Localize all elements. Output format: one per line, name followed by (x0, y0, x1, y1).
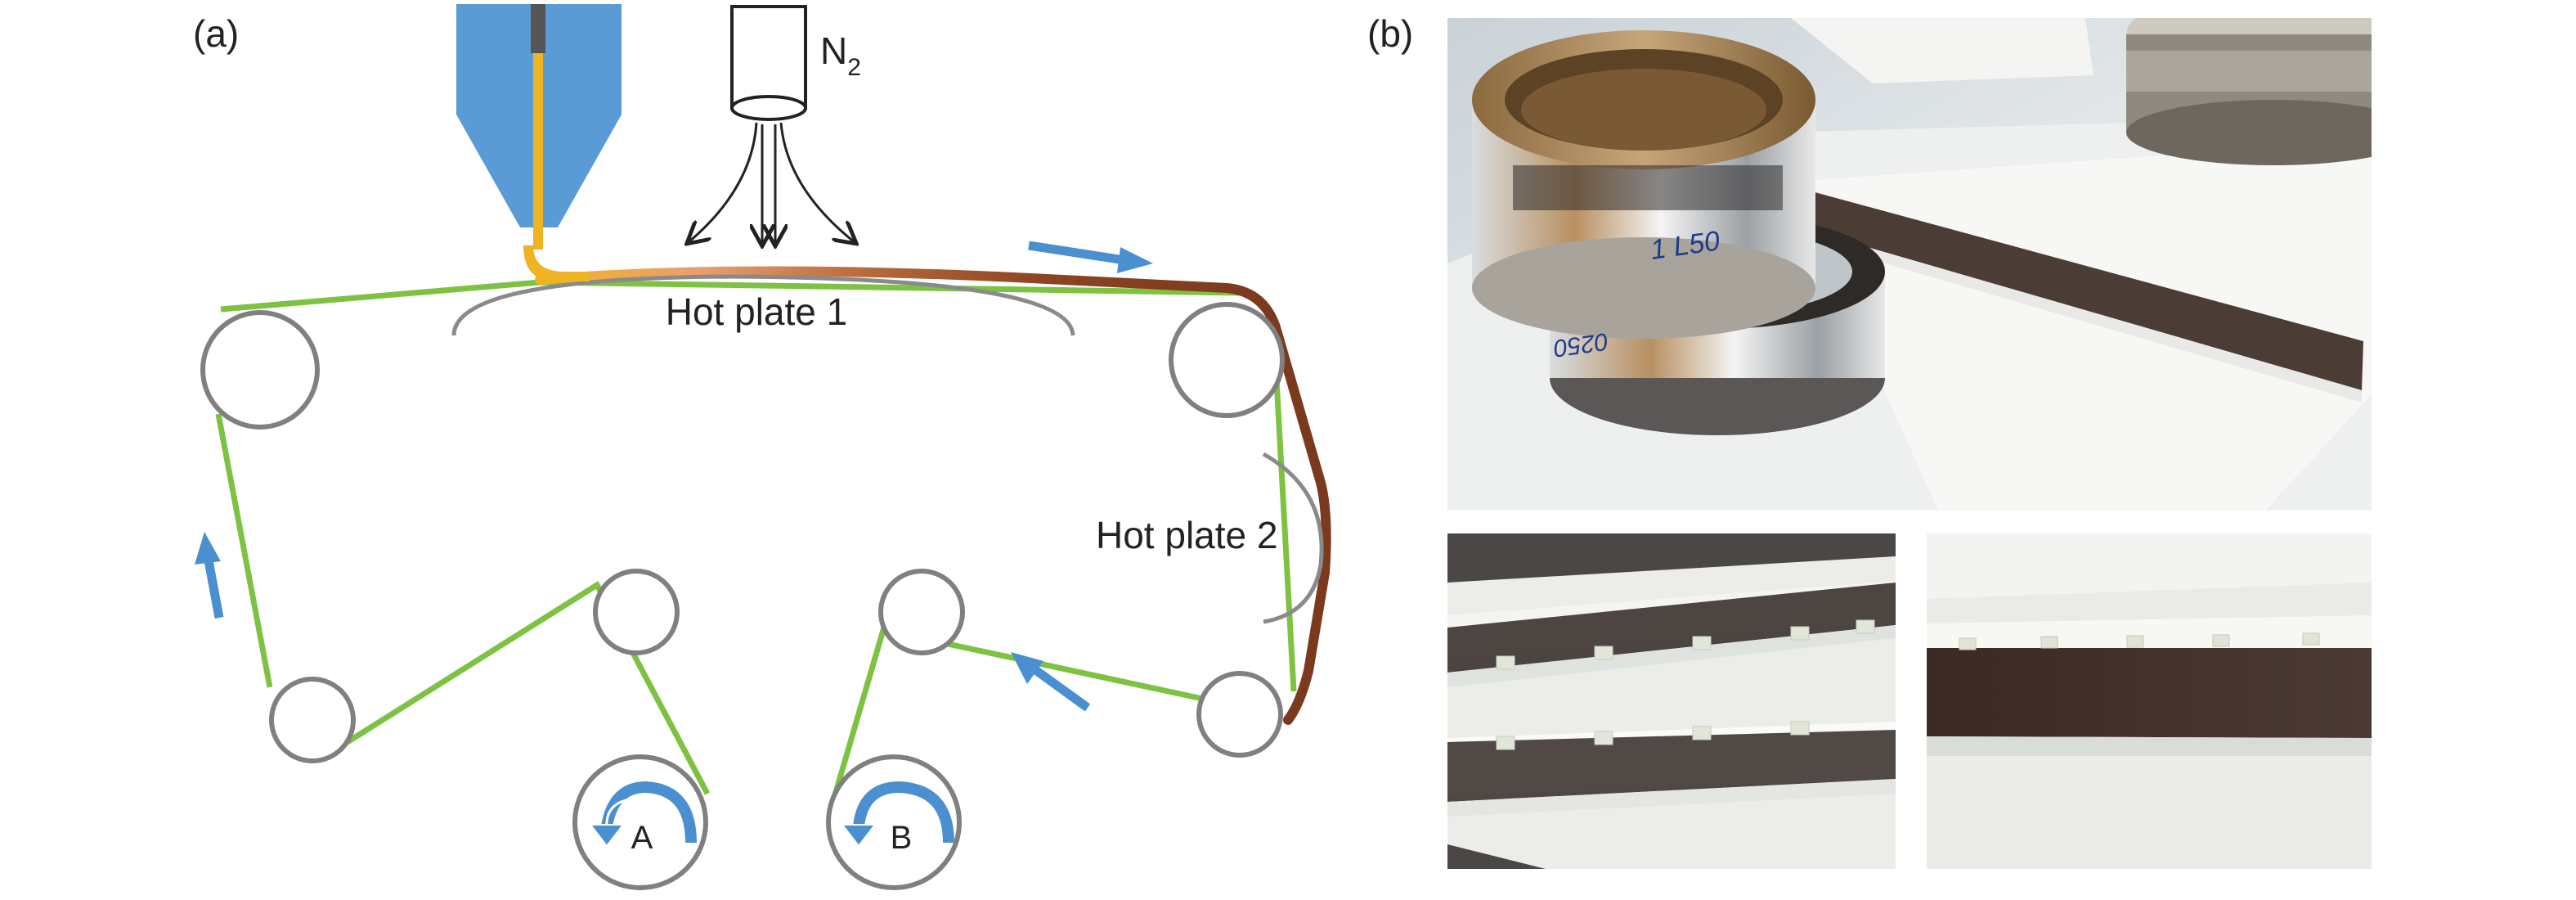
roller-b-label: B (891, 820, 913, 856)
n2-gas-nozzle (689, 5, 855, 244)
n2-label: N2 (820, 29, 861, 81)
hot-plate-2 (1262, 452, 1324, 624)
photo-film-rolls: 1 L50 0250 (1447, 18, 2372, 511)
guide-roller-left-bottom (269, 677, 356, 763)
roll-to-roll-schematic: A B N2 Hot plate 1 Hot plate 2 (195, 4, 1331, 890)
printed-film (535, 266, 1331, 725)
guide-roller-left-top (200, 310, 320, 430)
photo-printed-strips (1447, 533, 1896, 869)
direction-arrow-top-icon (1028, 241, 1153, 273)
direction-arrow-right-icon (1011, 652, 1091, 712)
guide-roller-center-right (878, 569, 965, 655)
substrate-web-top (220, 279, 1244, 313)
hot-plate-1-label: Hot plate 1 (666, 290, 847, 333)
substrate-web-left (215, 413, 273, 688)
direction-arrow-left-icon (195, 532, 224, 619)
roller-a-label: A (631, 820, 653, 856)
substrate-web-a-side (342, 581, 711, 795)
photo-strip-closeup (1927, 533, 2372, 869)
hot-plate-1 (451, 274, 1075, 336)
panel-b-label: (b) (1367, 12, 1414, 55)
rotation-arrow-a-icon (588, 781, 697, 848)
guide-roller-center-left (593, 569, 680, 655)
hot-plate-2-label: Hot plate 2 (1096, 514, 1277, 556)
ink-dispenser-nozzle (456, 4, 622, 281)
guide-roller-right-top (1169, 302, 1285, 418)
substrate-web-right (1272, 364, 1297, 692)
guide-roller-right-bottom (1196, 671, 1283, 758)
panel-a-label: (a) (193, 12, 240, 55)
rotation-arrow-b-icon (840, 781, 954, 848)
